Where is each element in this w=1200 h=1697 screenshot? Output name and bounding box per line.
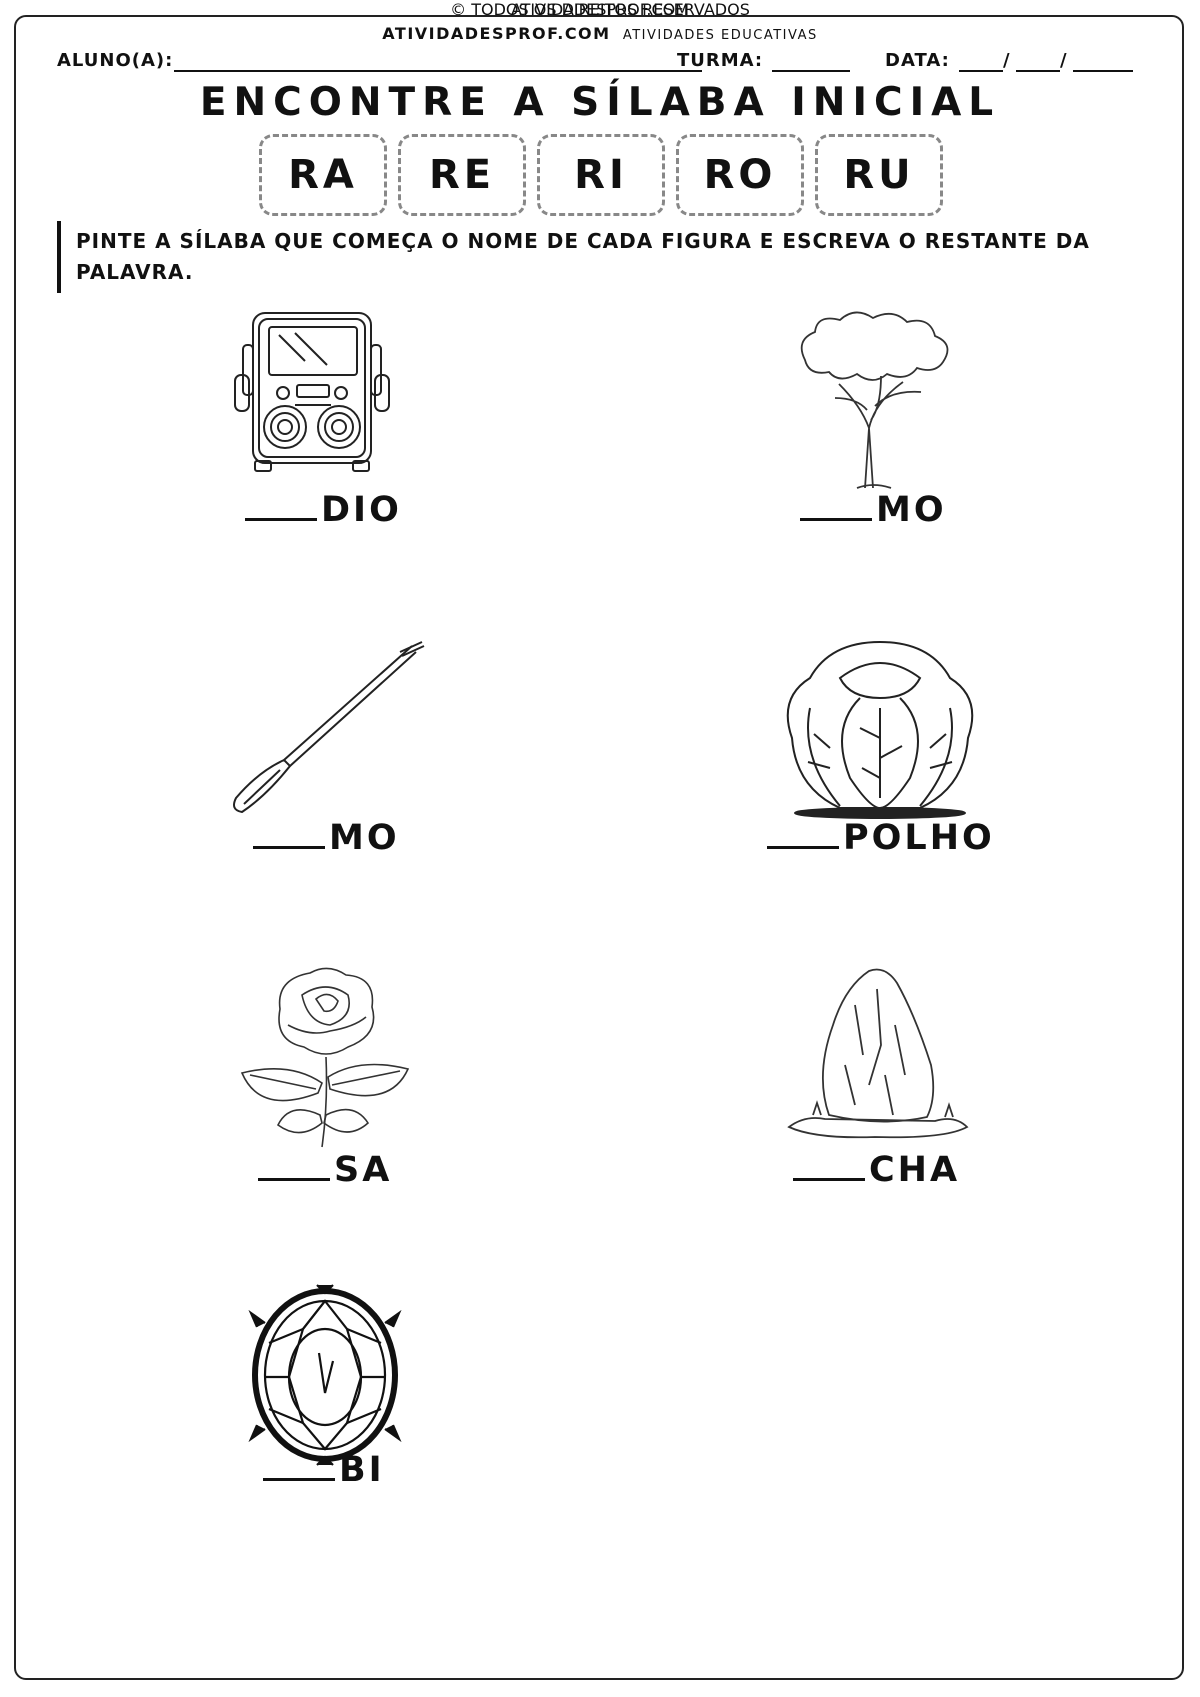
answer-blank[interactable] <box>800 490 872 521</box>
cabbage-icon <box>786 640 974 819</box>
student-name-field[interactable] <box>174 70 702 72</box>
oar-icon <box>233 641 425 814</box>
answer-blank[interactable] <box>263 1450 335 1481</box>
class-field[interactable] <box>772 70 850 72</box>
site-brand: ATIVIDADESPROF.COM <box>382 24 611 43</box>
word-suffix: MO <box>876 490 947 530</box>
worksheet-title: ENCONTRE A SÍLABA INICIAL <box>199 80 1001 125</box>
syllable-box[interactable]: RA <box>259 134 387 216</box>
syllable-box[interactable]: RU <box>815 134 943 216</box>
date-year-field[interactable] <box>1073 70 1133 72</box>
date-separator-2: / <box>1060 50 1068 71</box>
student-name-label: ALUNO(A): <box>57 50 174 71</box>
word-completion: BI <box>263 1450 385 1490</box>
word-completion: MO <box>800 490 947 530</box>
date-month-field[interactable] <box>1016 70 1060 72</box>
answer-blank[interactable] <box>793 1150 865 1181</box>
word-suffix: CHA <box>869 1150 961 1190</box>
word-completion: SA <box>258 1150 392 1190</box>
word-suffix: MO <box>329 818 400 858</box>
word-suffix: SA <box>334 1150 393 1190</box>
rock-icon <box>787 968 969 1139</box>
date-day-field[interactable] <box>959 70 1003 72</box>
tree-icon <box>800 311 949 489</box>
syllable-box[interactable]: RE <box>398 134 526 216</box>
word-completion: DIO <box>245 490 402 530</box>
page-border <box>14 15 1184 1680</box>
site-tagline: ATIVIDADES EDUCATIVAS <box>622 28 818 43</box>
word-completion: MO <box>253 818 400 858</box>
instruction-text: PINTE A SÍLABA QUE COMEÇA O NOME DE CADA… <box>76 229 1090 284</box>
word-completion: CHA <box>793 1150 960 1190</box>
syllable-box[interactable]: RO <box>676 134 804 216</box>
instruction-accent-bar <box>57 221 61 293</box>
answer-blank[interactable] <box>245 490 317 521</box>
date-label: DATA: <box>885 50 950 71</box>
word-suffix: POLHO <box>843 818 995 858</box>
student-info-fields: ALUNO(A): TURMA: DATA: / / <box>57 50 1147 80</box>
answer-blank[interactable] <box>253 818 325 849</box>
radio-icon <box>234 312 390 472</box>
footer-rights: © TODOS OS DIREITOS RESERVADOS <box>450 0 750 19</box>
rose-icon <box>240 967 410 1148</box>
word-suffix: BI <box>339 1450 385 1490</box>
word-suffix: DIO <box>321 490 402 530</box>
answer-blank[interactable] <box>258 1150 330 1181</box>
syllable-box[interactable]: RI <box>537 134 665 216</box>
ruby-icon <box>248 1284 402 1466</box>
site-header: ATIVIDADESPROF.COM ATIVIDADES EDUCATIVAS <box>0 24 1200 43</box>
class-label: TURMA: <box>677 50 764 71</box>
footer-site: ATIVIDADESPROF.COM <box>510 0 690 19</box>
date-separator-1: / <box>1003 50 1011 71</box>
answer-blank[interactable] <box>767 818 839 849</box>
word-completion: POLHO <box>767 818 995 858</box>
